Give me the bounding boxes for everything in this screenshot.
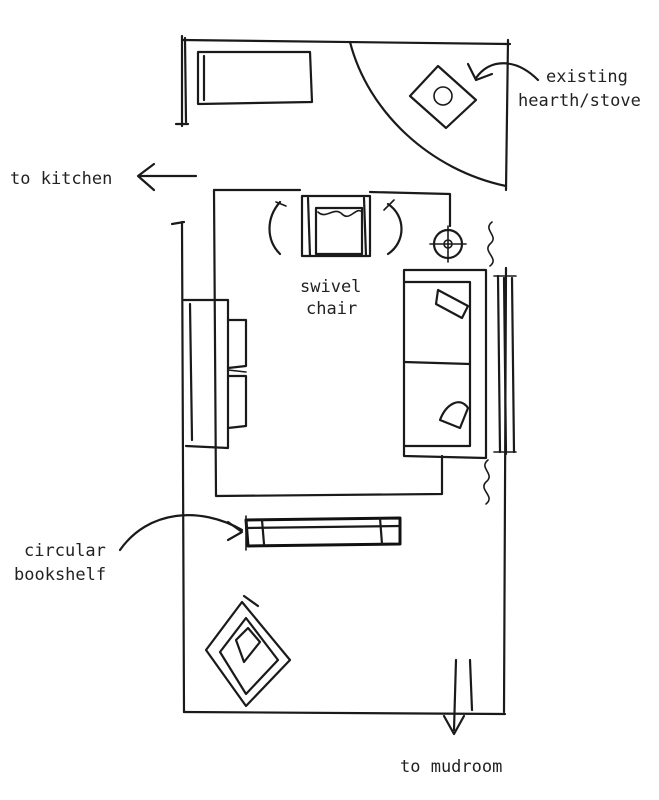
to-mudroom-arrow (442, 658, 466, 736)
label-hearth-line1: existing (546, 67, 628, 87)
label-to-kitchen: to kitchen (10, 169, 113, 189)
label-hearth-line2: hearth/stove (518, 91, 641, 111)
floor-lamp (429, 225, 467, 263)
room-walls (170, 34, 512, 716)
curtain-top (487, 221, 494, 267)
label-swivel-line1: swivel (300, 277, 362, 297)
bookshelf-arrowhead (226, 520, 244, 542)
hearth-arrowhead (466, 62, 494, 82)
label-bookshelf-line1: circular (24, 541, 106, 561)
sofa-left (182, 298, 248, 450)
curtain-bottom (483, 459, 490, 505)
label-swivel-line2: chair (306, 299, 358, 319)
hearth-pointer-arrow (474, 62, 540, 82)
label-bookshelf-line2: bookshelf (14, 565, 107, 585)
bookshelf-pointer-arrow (118, 514, 244, 552)
hearth-stove (348, 40, 508, 188)
bench-top-left (196, 50, 314, 106)
area-rug (212, 188, 452, 498)
window-right (493, 274, 517, 456)
label-to-mudroom: to mudroom (400, 757, 503, 777)
sofa-right (402, 268, 488, 460)
swivel-chair (268, 194, 403, 258)
to-kitchen-arrow (136, 162, 198, 192)
circular-bookshelf (244, 515, 402, 551)
armchair (204, 594, 292, 708)
